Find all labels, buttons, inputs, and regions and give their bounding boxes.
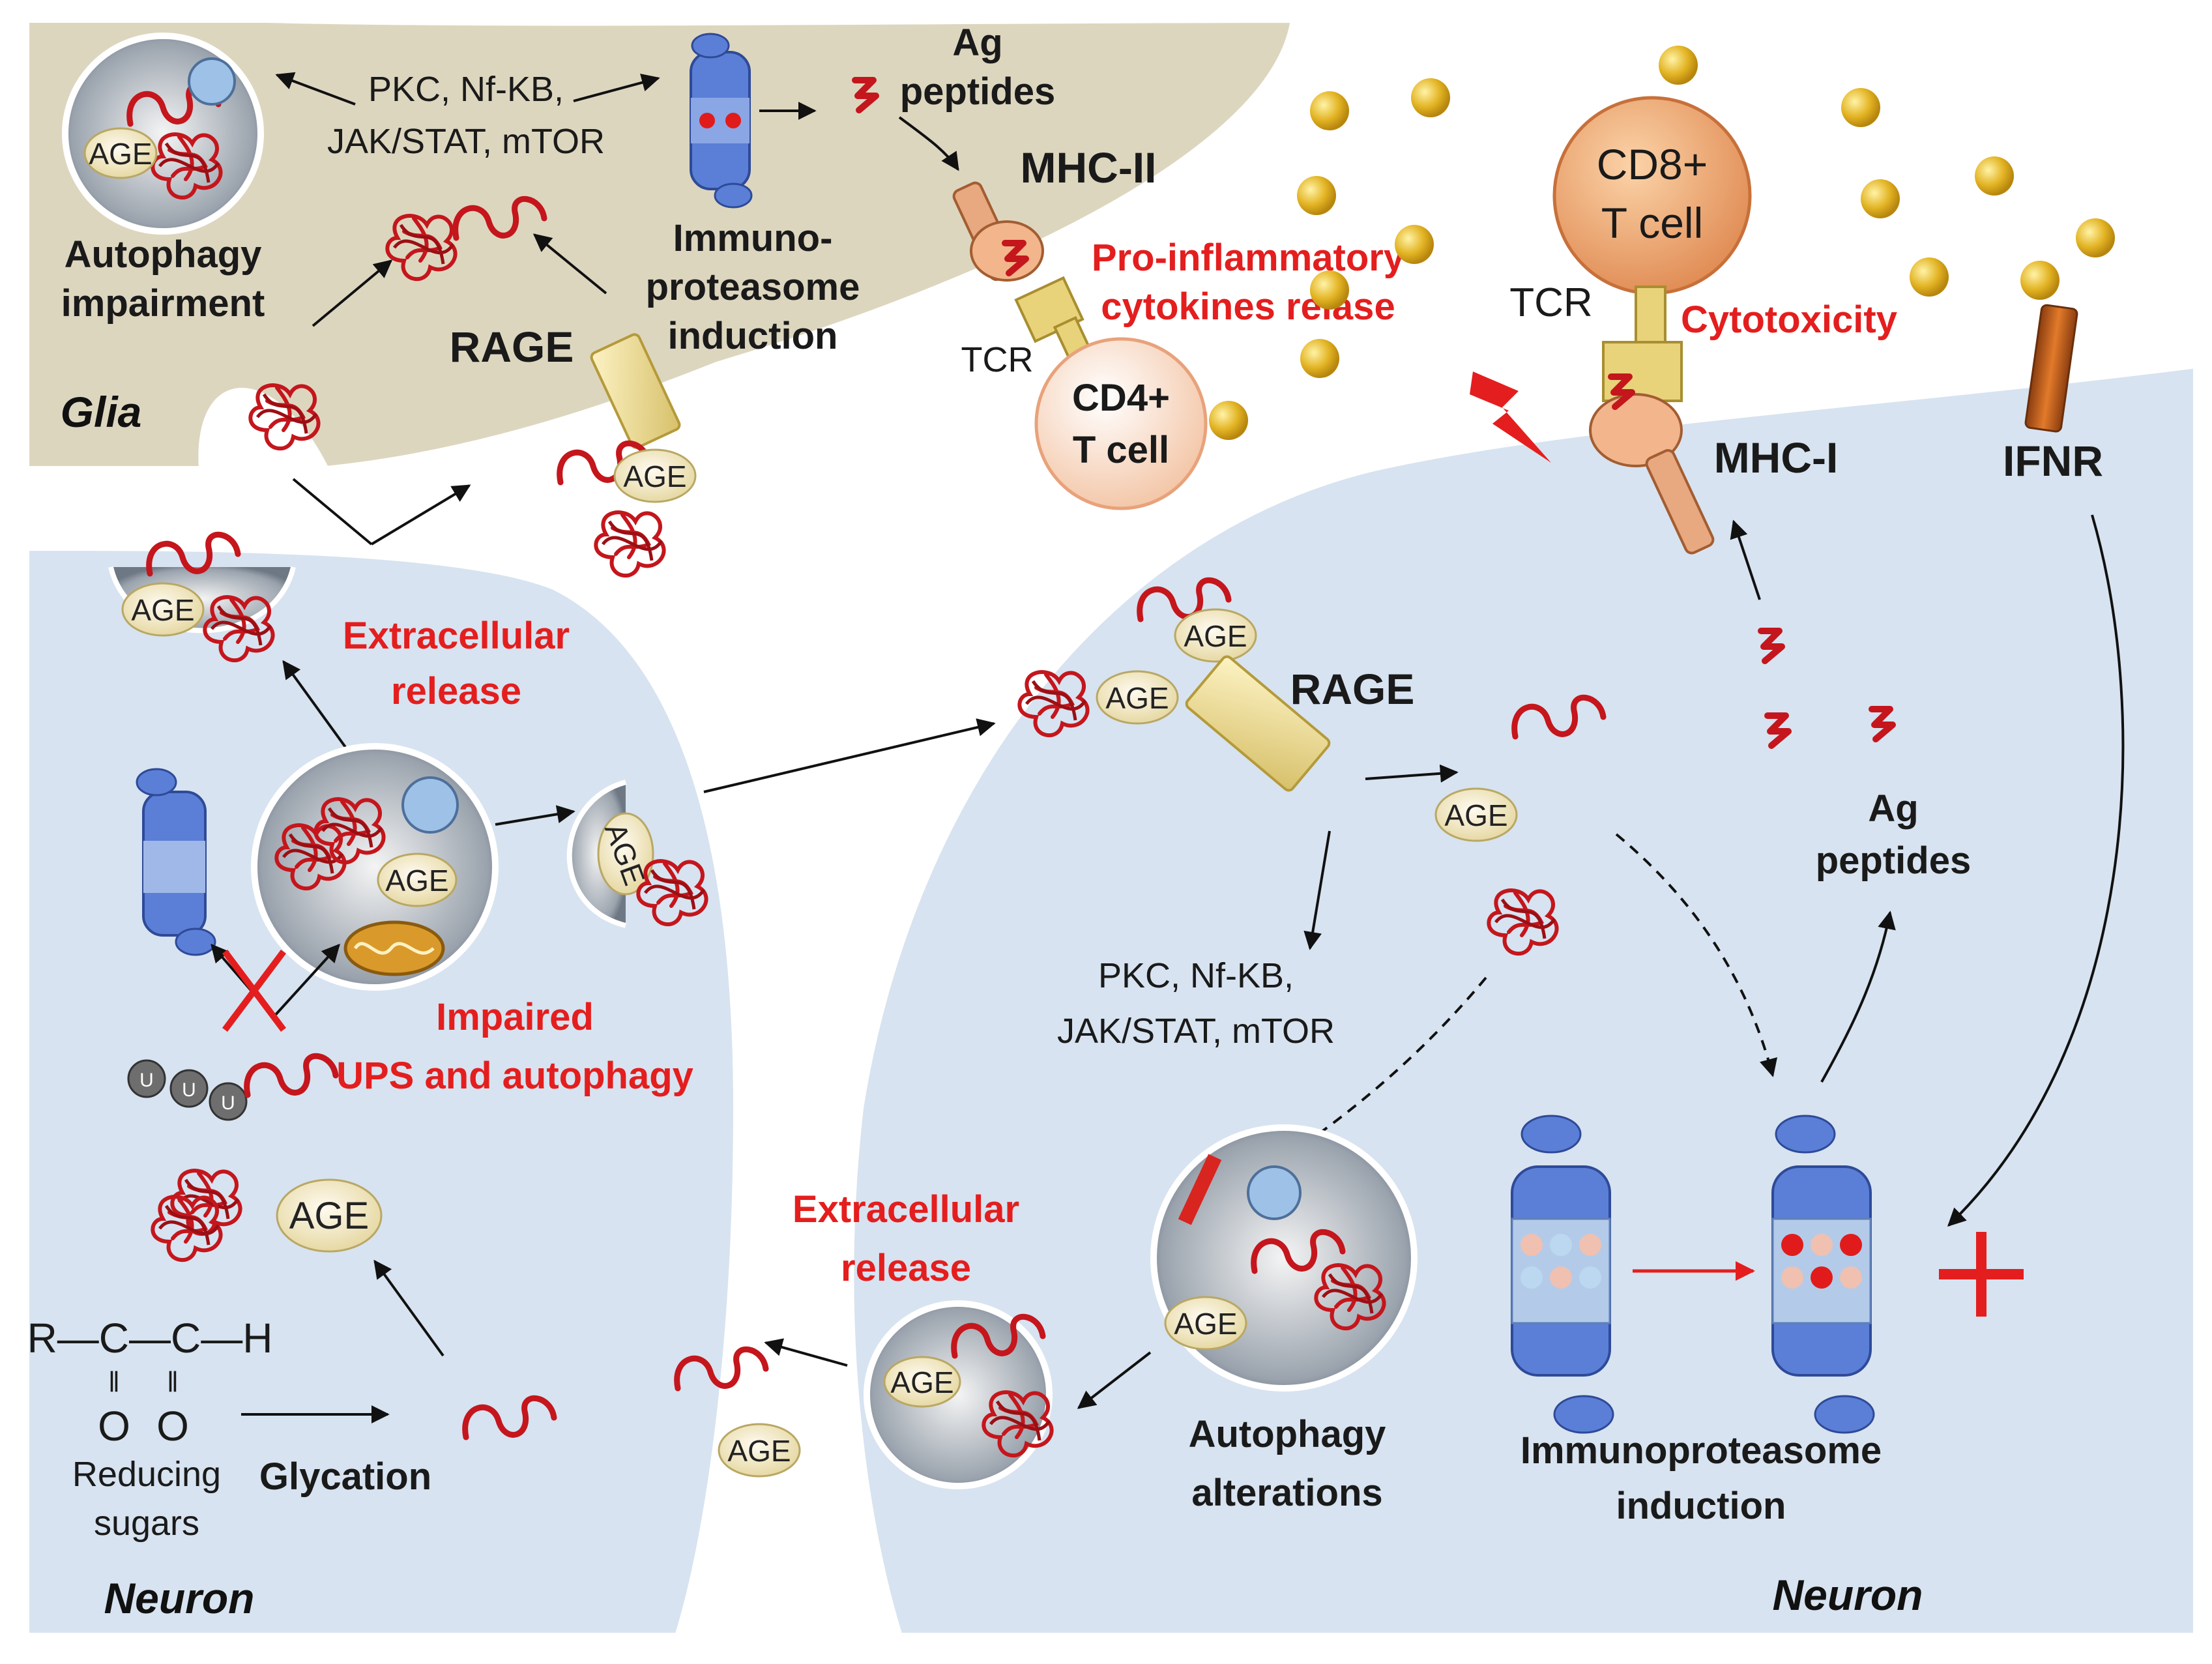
age-molecule xyxy=(1164,1296,1247,1350)
tcr-cd4-label: TCR xyxy=(961,340,1034,379)
impaired-label-1: Impaired xyxy=(436,996,594,1038)
right-autophagy-label-1: Autophagy xyxy=(1189,1413,1386,1455)
mhc2-label: MHC-II xyxy=(1021,143,1157,192)
lysosome-icon xyxy=(401,776,459,834)
age-label: AGE xyxy=(385,864,448,898)
right-ag-label: Ag xyxy=(1868,787,1918,830)
reducing-label-2: sugars xyxy=(94,1504,199,1543)
cd8-label-2: T cell xyxy=(1601,199,1704,247)
cytokines xyxy=(1209,46,2115,440)
ubiquitin-label: U xyxy=(221,1092,235,1114)
ubiquitin-label: U xyxy=(182,1079,196,1101)
formula-bond-2: ‖ xyxy=(167,1366,179,1398)
proinflammatory-label-1: Pro-inflammatory xyxy=(1092,237,1404,279)
ubiquitin-chain: U U U xyxy=(127,1059,248,1121)
cd8-t-cell xyxy=(1552,96,1752,295)
formula-oxygen-2: O xyxy=(156,1403,189,1450)
standard-proteasome xyxy=(1511,1115,1614,1434)
age-label: AGE xyxy=(89,137,152,171)
glia-peptides-label: peptides xyxy=(900,70,1056,113)
right-release-vesicle xyxy=(864,1300,1053,1489)
reducing-label-1: Reducing xyxy=(72,1455,221,1494)
impaired-label-2: UPS and autophagy xyxy=(336,1055,693,1097)
age-label: AGE xyxy=(623,460,686,493)
formula-oxygen-1: O xyxy=(98,1403,130,1450)
left-proteasome xyxy=(136,768,216,956)
age-molecule xyxy=(377,853,458,907)
glia-region-label: Glia xyxy=(61,388,142,436)
glia-autophagosome xyxy=(62,33,264,235)
age-label: AGE xyxy=(1174,1307,1237,1341)
age-molecule xyxy=(1434,787,1518,842)
age-label: AGE xyxy=(1184,619,1247,653)
age-label: AGE xyxy=(1444,798,1507,832)
glia-rage-receptor xyxy=(590,333,681,449)
age-label: AGE xyxy=(890,1365,953,1399)
age-molecule xyxy=(718,1423,801,1478)
tcr-cd8-label: TCR xyxy=(1509,280,1592,325)
right-autophagy-label-2: alterations xyxy=(1191,1472,1382,1514)
glia-autophagy-label-2: impairment xyxy=(61,282,265,325)
glia-rage-label: RAGE xyxy=(450,323,574,371)
right-rage-label: RAGE xyxy=(1290,665,1415,713)
cd4-label-2: T cell xyxy=(1073,429,1169,471)
formula-bond-1: ‖ xyxy=(108,1366,120,1398)
age-molecule xyxy=(883,1356,961,1408)
age-molecule xyxy=(1174,608,1257,663)
mitochondrion-icon xyxy=(343,920,445,976)
proinflammatory-label-2: cytokines relase xyxy=(1101,285,1395,328)
cytotoxicity-label: Cytotoxicity xyxy=(1681,299,1897,341)
lysosome-icon xyxy=(1247,1165,1302,1220)
right-signaling-label-2: JAK/STAT, mTOR xyxy=(1057,1012,1335,1051)
glia-autophagy-label-1: Autophagy xyxy=(65,233,262,276)
glia-ag-label: Ag xyxy=(952,22,1002,64)
mhc1-label: MHC-I xyxy=(1714,433,1839,482)
age-label: AGE xyxy=(727,1434,791,1468)
right-signaling-label-1: PKC, Nf-KB, xyxy=(1098,956,1294,995)
glia-immunoproteasome xyxy=(690,33,753,209)
age-molecule xyxy=(613,448,697,503)
right-peptides-label: peptides xyxy=(1816,839,1972,882)
ifnr-label: IFNR xyxy=(2003,437,2103,485)
glycation-label: Glycation xyxy=(259,1455,431,1498)
right-rage-receptor xyxy=(1185,655,1331,792)
left-neuron-label: Neuron xyxy=(104,1574,255,1622)
ubiquitin-label: U xyxy=(139,1070,154,1091)
right-extracellular-label-2: release xyxy=(841,1247,971,1289)
cd4-label-1: CD4+ xyxy=(1072,377,1170,419)
cd4-t-cell xyxy=(1034,337,1208,510)
lightning-icon xyxy=(1470,372,1551,463)
glia-immuno-label-3: induction xyxy=(668,315,838,357)
age-label: AGE xyxy=(131,593,194,627)
ifnr-receptor xyxy=(2024,304,2078,433)
right-neuron-label: Neuron xyxy=(1773,1571,1923,1619)
formula-top: R—C—C—H xyxy=(27,1315,273,1362)
cd8-label-1: CD8+ xyxy=(1597,140,1708,188)
age-molecule xyxy=(597,812,654,896)
age-label: AGE xyxy=(1105,681,1169,715)
mhc1-receptor xyxy=(1645,449,1715,555)
left-extracellular-label-2: release xyxy=(391,670,521,712)
glia-immuno-label-2: proteasome xyxy=(646,266,860,308)
lysosome-icon xyxy=(188,57,236,106)
glia-signaling-label-2: JAK/STAT, mTOR xyxy=(327,122,605,161)
right-autophagosome xyxy=(1150,1124,1418,1392)
age-molecule xyxy=(121,582,205,637)
plus-icon xyxy=(1939,1232,2024,1317)
glia-immuno-label-1: Immuno- xyxy=(673,217,833,259)
right-immuno-label-2: induction xyxy=(1616,1485,1786,1527)
right-immuno-label-1: Immunoproteasome xyxy=(1521,1429,1882,1472)
age-molecule xyxy=(83,127,158,179)
age-label: AGE xyxy=(289,1195,370,1237)
age-molecule xyxy=(1096,670,1179,725)
glia-signaling-label-1: PKC, Nf-KB, xyxy=(368,70,564,109)
left-extracellular-label-1: Extracellular xyxy=(343,615,570,657)
blocked-x-icon xyxy=(222,950,286,1032)
age-molecule xyxy=(276,1178,383,1253)
right-immunoproteasome xyxy=(1771,1115,1875,1434)
right-extracellular-label-1: Extracellular xyxy=(793,1188,1019,1231)
